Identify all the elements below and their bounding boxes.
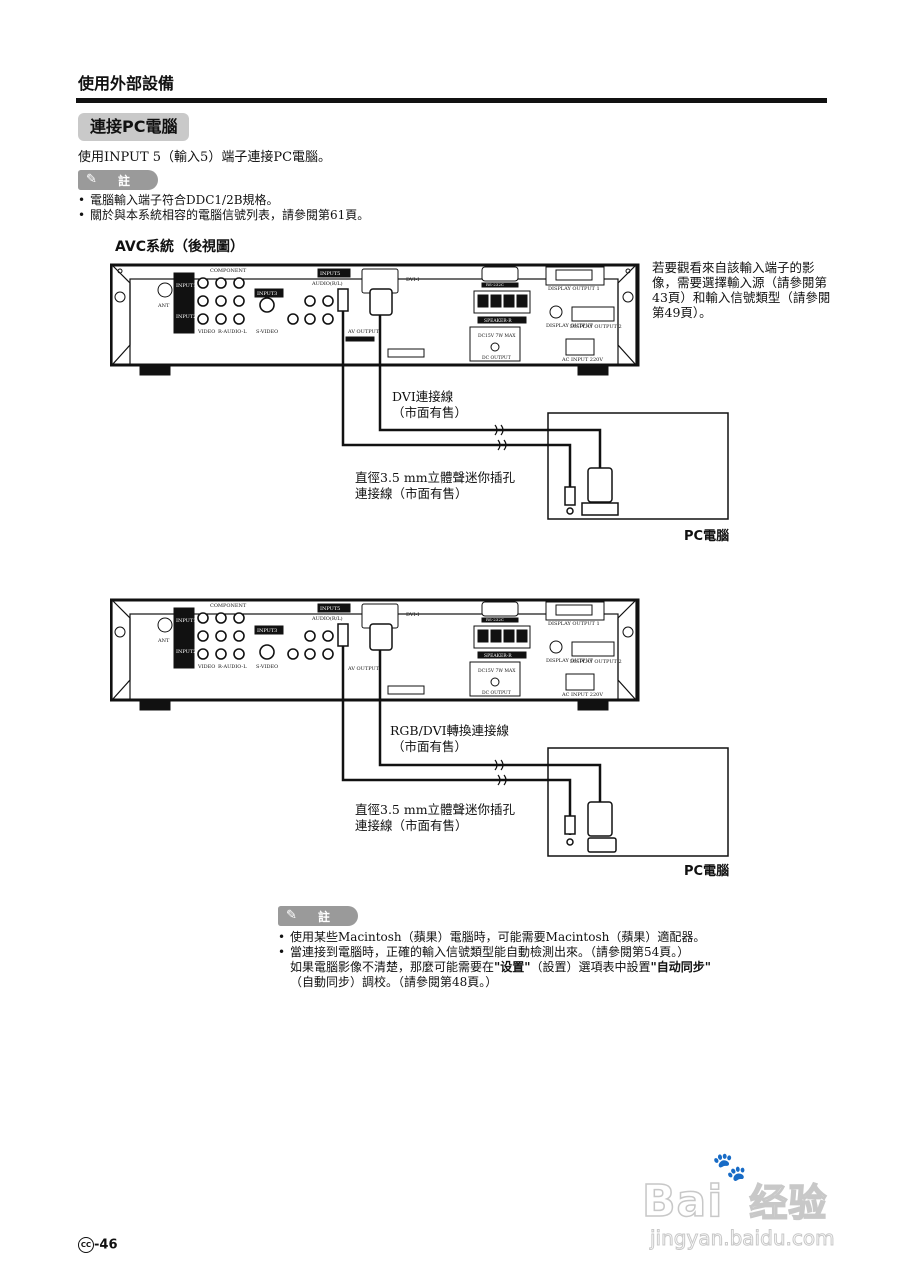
- svg-text:DISPLAY OUTPUT 1: DISPLAY OUTPUT 1: [548, 621, 600, 627]
- avc-label: AVC系統（後視圖）: [115, 239, 244, 255]
- cc-badge-icon: CC: [78, 1237, 94, 1253]
- svg-text:DC15V 7W MAX: DC15V 7W MAX: [478, 333, 516, 339]
- svg-text:R-AUDIO-L: R-AUDIO-L: [218, 329, 247, 335]
- svg-text:R-AUDIO-L: R-AUDIO-L: [218, 664, 247, 670]
- svg-text:DC OUTPUT: DC OUTPUT: [482, 690, 511, 696]
- svg-text:AUDIO(R/L): AUDIO(R/L): [311, 280, 343, 287]
- list-item: 當連接到電腦時，正確的輸入信號類型能自動檢測出來。（請參閱第54頁。）如果電腦影…: [278, 945, 818, 990]
- vga-plug: [337, 623, 617, 853]
- svg-text:ANT: ANT: [157, 638, 170, 644]
- svg-text:DISPLAY OUTPUT: DISPLAY OUTPUT: [546, 658, 594, 664]
- cable-caption-line1: RGB/DVI轉換連接線: [390, 723, 510, 738]
- jack-caption-line1: 直徑3.5 mm立體聲迷你插孔: [355, 470, 516, 485]
- note-label: 註: [118, 174, 131, 188]
- svg-text:RS-232C: RS-232C: [486, 617, 504, 622]
- svg-text:DVI-I: DVI-I: [406, 612, 419, 618]
- note-list-bottom: 使用某些Macintosh（蘋果）電腦時，可能需要Macintosh（蘋果）適配…: [278, 930, 818, 990]
- cable-group: [341, 634, 602, 835]
- svg-text:AC INPUT 220V: AC INPUT 220V: [561, 692, 603, 698]
- cable-caption-line1: DVI連接線: [392, 389, 454, 404]
- note-label: 註: [318, 910, 331, 924]
- list-item: 電腦輸入端子符合DDC1/2B規格。: [78, 193, 369, 208]
- connection-diagram-dvi: ANT INPUT1 INPUT2 COMPONENT VIDEO R-AUDI…: [110, 263, 729, 520]
- pc-label: PC電腦: [684, 864, 730, 879]
- svg-text:SPEAKER-R: SPEAKER-R: [484, 653, 512, 659]
- svg-text:DC15V 7W MAX: DC15V 7W MAX: [478, 668, 516, 674]
- svg-text:ANT: ANT: [157, 303, 170, 309]
- avc-unit-rear-panel: ANT INPUT1 INPUT2 COMPONENT VIDEO R-AUDI…: [110, 263, 640, 376]
- svg-text:AUDIO(R/L): AUDIO(R/L): [311, 615, 343, 622]
- avc-unit-rear-panel: ANT INPUT1 INPUT2 COMPONENT VIDEO R-AUDI…: [110, 598, 640, 711]
- pencil-icon: ✎: [86, 172, 97, 187]
- svg-text:INPUT5: INPUT5: [320, 606, 340, 612]
- connection-diagram-rgb-dvi: ANT INPUT1 INPUT2 COMPONENT VIDEO R-AUDI…: [110, 598, 729, 857]
- svg-text:COMPONENT: COMPONENT: [210, 268, 247, 274]
- pc-box: [547, 412, 729, 520]
- jack-caption-line2: 連接線（市面有售）: [355, 818, 468, 833]
- svg-text:AV OUTPUT: AV OUTPUT: [347, 329, 380, 335]
- svg-text:S-VIDEO: S-VIDEO: [256, 329, 278, 335]
- intro-text: 使用INPUT 5（輸入5）端子連接PC電腦。: [78, 150, 332, 165]
- cable-caption-line2: （市面有售）: [392, 405, 468, 420]
- paw-icon: 🐾: [712, 1150, 747, 1183]
- svg-text:S-VIDEO: S-VIDEO: [256, 664, 278, 670]
- note-badge: ✎ 註: [78, 170, 158, 190]
- svg-text:INPUT5: INPUT5: [320, 271, 340, 277]
- svg-text:VIDEO: VIDEO: [197, 329, 215, 335]
- list-item: 使用某些Macintosh（蘋果）電腦時，可能需要Macintosh（蘋果）適配…: [278, 930, 818, 945]
- pc-label: PC電腦: [684, 529, 730, 544]
- watermark-url: jingyan.baidu.com: [650, 1226, 836, 1251]
- cable-caption-line2: （市面有售）: [392, 739, 468, 754]
- dvi-plug: [337, 288, 619, 516]
- cable-break-marks: [494, 759, 507, 786]
- pc-box: [547, 747, 729, 857]
- svg-text:INPUT3: INPUT3: [257, 291, 277, 297]
- jack-caption-line2: 連接線（市面有售）: [355, 486, 468, 501]
- svg-text:INPUT2: INPUT2: [176, 314, 196, 320]
- cable-break-marks: [494, 424, 507, 451]
- side-note: 若要觀看來自該輸入端子的影像，需要選擇輸入源（請參閱第43頁）和輸入信號類型（請…: [652, 260, 831, 320]
- svg-text:AC INPUT 220V: AC INPUT 220V: [561, 357, 603, 363]
- note-block-bottom: ✎ 註 使用某些Macintosh（蘋果）電腦時，可能需要Macintosh（蘋…: [278, 906, 818, 990]
- section-title: 使用外部設備: [78, 74, 175, 93]
- svg-text:INPUT3: INPUT3: [257, 628, 277, 634]
- section-rule: [76, 98, 827, 103]
- cable-group: [341, 299, 602, 505]
- svg-text:DISPLAY OUTPUT: DISPLAY OUTPUT: [546, 323, 594, 329]
- list-item: 關於與本系統相容的電腦信號列表，請參閱第61頁。: [78, 208, 369, 223]
- svg-text:DISPLAY OUTPUT 2: DISPLAY OUTPUT 2: [570, 659, 622, 665]
- page-number: CC-46: [78, 1237, 118, 1253]
- svg-text:SPEAKER-R: SPEAKER-R: [484, 318, 512, 324]
- svg-text:DC OUTPUT: DC OUTPUT: [482, 355, 511, 361]
- note-badge: ✎ 註: [278, 906, 358, 926]
- jack-caption-line1: 直徑3.5 mm立體聲迷你插孔: [355, 802, 516, 817]
- svg-text:INPUT1: INPUT1: [176, 618, 196, 624]
- svg-text:INPUT1: INPUT1: [176, 283, 196, 289]
- svg-text:DVI-I: DVI-I: [406, 277, 419, 283]
- svg-text:INPUT2: INPUT2: [176, 649, 196, 655]
- svg-text:RS-232C: RS-232C: [486, 282, 504, 287]
- svg-text:COMPONENT: COMPONENT: [210, 603, 247, 609]
- svg-text:AV OUTPUT: AV OUTPUT: [347, 666, 380, 672]
- svg-text:VIDEO: VIDEO: [197, 664, 215, 670]
- svg-text:DISPLAY OUTPUT 1: DISPLAY OUTPUT 1: [548, 286, 600, 292]
- pencil-icon: ✎: [286, 908, 297, 923]
- subheading: 連接PC電腦: [78, 113, 190, 141]
- note-list-top: 電腦輸入端子符合DDC1/2B規格。 關於與本系統相容的電腦信號列表，請參閱第6…: [78, 193, 369, 223]
- svg-text:DISPLAY OUTPUT 2: DISPLAY OUTPUT 2: [570, 324, 622, 330]
